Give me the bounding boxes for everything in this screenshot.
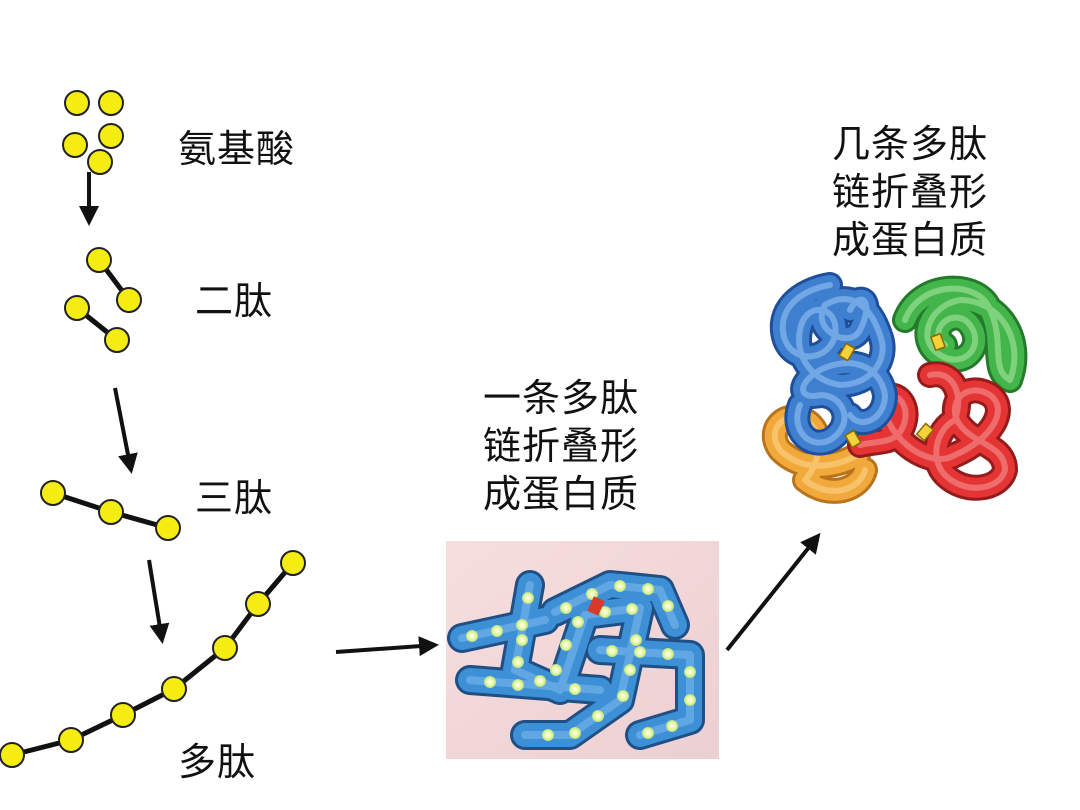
- caption-line: 链折叠形: [483, 424, 640, 468]
- caption-line: 链折叠形: [832, 170, 989, 214]
- arrow-tripeptide-to-polypeptide: [147, 559, 170, 644]
- caption-line: 一条多肽: [483, 376, 640, 420]
- single-chain-protein-picture: [446, 541, 719, 759]
- label-polypeptide: 多肽: [178, 740, 257, 784]
- multi-chain-protein-picture: [761, 272, 1028, 504]
- caption-single-chain-protein: 一条多肽 链折叠形 成蛋白质: [483, 374, 639, 518]
- caption-line: 几条多肽: [832, 122, 989, 166]
- arrow-polypeptide-to-protein: [335, 636, 439, 657]
- label-amino-acid: 氨基酸: [178, 127, 296, 171]
- amino-acid-beads: [62, 90, 124, 175]
- label-tripeptide: 三肽: [195, 476, 274, 520]
- dipeptide-chains: [64, 247, 142, 353]
- caption-line: 成蛋白质: [832, 218, 989, 262]
- caption-multi-chain-protein: 几条多肽 链折叠形 成蛋白质: [832, 120, 988, 264]
- polypeptide-chain: [0, 550, 306, 768]
- flow-arrows: [79, 172, 821, 657]
- label-dipeptide: 二肽: [195, 279, 274, 323]
- arrow-protein-to-multimer: [725, 532, 821, 652]
- tripeptide-chain: [40, 480, 181, 541]
- caption-line: 成蛋白质: [483, 472, 640, 516]
- arrow-dipeptide-to-tripeptide: [113, 387, 138, 474]
